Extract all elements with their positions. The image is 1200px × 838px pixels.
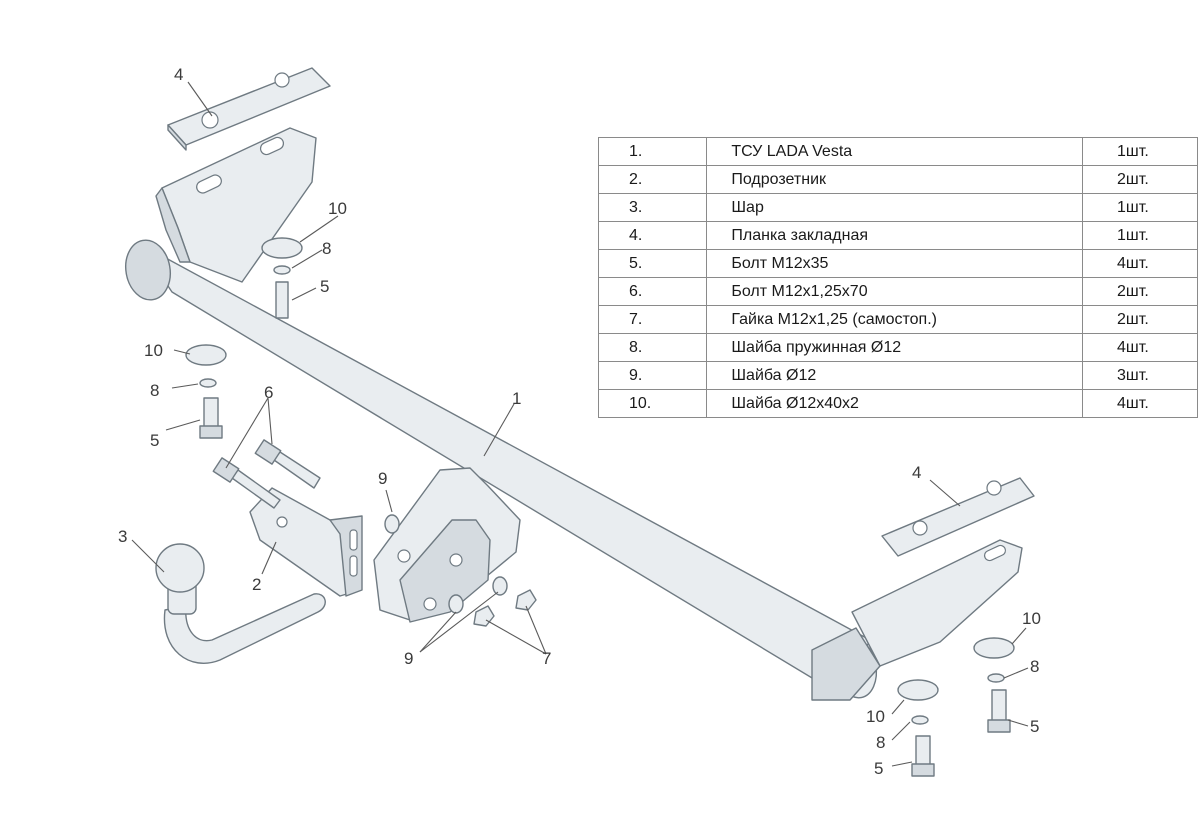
callout-4-right: 4 xyxy=(912,463,921,482)
part-number: 6. xyxy=(597,277,708,306)
callout-8-top: 8 xyxy=(322,239,331,258)
socket-plate xyxy=(249,487,363,597)
part-name: ТСУ LADA Vesta xyxy=(706,137,1084,166)
right-bracket xyxy=(811,539,1023,701)
part-number: 4. xyxy=(597,221,708,250)
part-name: Гайка М12х1,25 (самостоп.) xyxy=(706,305,1084,334)
part-quantity: 4шт. xyxy=(1082,333,1198,362)
callout-10-right: 10 xyxy=(1022,609,1041,628)
callout-8-bottom: 8 xyxy=(876,733,885,752)
bolt-5-left xyxy=(199,397,223,439)
left-bracket xyxy=(155,127,317,283)
part-number: 8. xyxy=(597,333,708,362)
callout-5-left: 5 xyxy=(150,431,159,450)
part-name: Шайба Ø12 xyxy=(706,361,1084,390)
bolt-6b xyxy=(254,439,321,489)
part-number: 7. xyxy=(597,305,708,334)
bolt-5-bottom xyxy=(911,735,935,777)
part-number: 10. xyxy=(597,389,708,418)
callout-7: 7 xyxy=(542,649,551,668)
part-quantity: 4шт. xyxy=(1082,249,1198,278)
washers xyxy=(185,237,1015,725)
ball-mount xyxy=(155,543,326,664)
part-quantity: 2шт. xyxy=(1082,277,1198,306)
part-quantity: 4шт. xyxy=(1082,389,1198,418)
part-quantity: 1шт. xyxy=(1082,137,1198,166)
callout-5-right: 5 xyxy=(1030,717,1039,736)
part-name: Болт М12х1,25х70 xyxy=(706,277,1084,306)
part-number: 9. xyxy=(597,361,708,390)
callout-1: 1 xyxy=(512,389,521,408)
callout-5-bottom: 5 xyxy=(874,759,883,778)
callout-2: 2 xyxy=(252,575,261,594)
nuts xyxy=(473,589,537,627)
callout-6: 6 xyxy=(264,383,273,402)
part-name: Болт М12х35 xyxy=(706,249,1084,278)
part-name: Шайба Ø12х40х2 xyxy=(706,389,1084,418)
bolt-5-right xyxy=(987,689,1011,733)
callout-10-top: 10 xyxy=(328,199,347,218)
callouts: 1 2 3 4 4 5 5 5 5 6 7 8 8 8 8 9 9 10 10 … xyxy=(118,65,1041,778)
callout-8-left: 8 xyxy=(150,381,159,400)
part-name: Планка закладная xyxy=(706,221,1084,250)
part-quantity: 2шт. xyxy=(1082,165,1198,194)
callout-10-left: 10 xyxy=(144,341,163,360)
callout-10-bottom: 10 xyxy=(866,707,885,726)
part-quantity: 1шт. xyxy=(1082,193,1198,222)
callout-9-top: 9 xyxy=(378,469,387,488)
leader-lines xyxy=(131,81,1029,767)
part-name: Шайба пружинная Ø12 xyxy=(706,333,1084,362)
bolt-5-top xyxy=(275,281,289,319)
part-number: 5. xyxy=(597,249,708,278)
callout-8-right: 8 xyxy=(1030,657,1039,676)
part-name: Подрозетник xyxy=(706,165,1084,194)
center-bracket xyxy=(373,467,521,623)
mounting-plate-right xyxy=(881,477,1035,557)
part-number: 3. xyxy=(597,193,708,222)
part-quantity: 2шт. xyxy=(1082,305,1198,334)
part-quantity: 3шт. xyxy=(1082,361,1198,390)
callout-9-bottom: 9 xyxy=(404,649,413,668)
part-name: Шар xyxy=(706,193,1084,222)
callout-5-top: 5 xyxy=(320,277,329,296)
callout-3: 3 xyxy=(118,527,127,546)
part-quantity: 1шт. xyxy=(1082,221,1198,250)
part-number: 2. xyxy=(597,165,708,194)
callout-4-top: 4 xyxy=(174,65,183,84)
part-number: 1. xyxy=(597,137,708,166)
parts-table-row: 7.Гайка М12х1,25 (самостоп.)2шт. xyxy=(597,305,1198,334)
bolt-6a xyxy=(212,457,281,509)
mounting-plate-top xyxy=(167,67,331,151)
